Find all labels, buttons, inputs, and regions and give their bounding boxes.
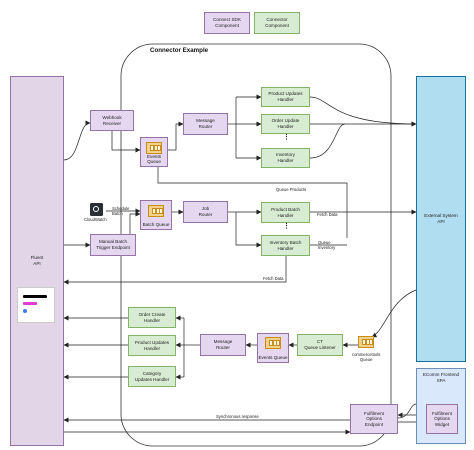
- category-updates-handler-node: Category Updates Handler: [128, 366, 176, 387]
- ellipsis-batch: ⋮: [283, 223, 290, 230]
- edge-fulfilment-ext: [397, 403, 417, 419]
- batch-queue-label: Batch Queue: [142, 222, 170, 228]
- edge-inventory-ext: [309, 123, 346, 159]
- fulfilment-options-widget-node: Fulfilment Options Widget: [426, 404, 458, 434]
- fluent-api-block: Fluent API: [10, 76, 64, 446]
- edge-product-updates-ext: [309, 96, 417, 127]
- fetch-data-bottom-label: Fetch Data: [263, 276, 284, 281]
- manual-batch-trigger-endpoint-node: Manual Batch Trigger Endpoint: [90, 234, 136, 256]
- edge-fluent-webhook: [63, 120, 91, 161]
- order-create-handler-node: Order Create Handler: [128, 307, 176, 328]
- legend-sdk-component: Connect SDK Component: [204, 12, 250, 34]
- queue-icon: [265, 337, 281, 349]
- queue-inventory-label: Queue Inventory: [318, 240, 336, 250]
- fluent-widget-logo: [17, 287, 55, 323]
- product-updates-handler-bottom-node: Product Updates Handler: [128, 335, 176, 356]
- commercetools-queue-label: commercetools Queue: [352, 352, 381, 362]
- product-batch-handler-node: Product Batch Handler: [261, 202, 310, 223]
- order-update-handler-node: Order Update Handler: [261, 114, 310, 134]
- queue-icon: [148, 205, 164, 217]
- message-router-bottom-node: Message Router: [200, 334, 246, 356]
- schedule-batch-label: Schedule Batch: [112, 206, 130, 216]
- edge-fetch-data-fluent: [63, 255, 287, 285]
- job-router-node: Job Router: [183, 201, 228, 223]
- synchronous-response-label: Synchronous response: [216, 414, 259, 419]
- ellipsis-top: ⋮: [283, 134, 290, 141]
- inventory-handler-node: Inventory Handler: [261, 148, 310, 168]
- edge-events-router: [168, 121, 184, 151]
- webhook-receiver-node: Webhook Receiver: [90, 110, 134, 131]
- queue-products-label: Queue Products: [276, 187, 307, 192]
- cloudwatch-label: CloudWatch: [84, 217, 107, 222]
- edge-webhook-events: [111, 131, 141, 153]
- queue-icon: [358, 336, 374, 348]
- connector-title: Connector Example: [150, 47, 209, 54]
- cloudwatch-icon: [90, 203, 103, 216]
- fetch-data-product-label: Fetch Data: [317, 212, 338, 217]
- edge-to-inventory-batch: [235, 212, 262, 248]
- queue-icon: [146, 142, 162, 154]
- events-queue-bottom-label: Events Queue: [258, 355, 288, 361]
- edge-queue-products-loop: [157, 161, 348, 238]
- legend-connector-component: Connector Component: [254, 12, 300, 34]
- edge-ext-ctqueue: [371, 289, 417, 338]
- message-router-top-node: Message Router: [183, 113, 228, 135]
- product-updates-handler-top-node: Product Updates Handler: [261, 87, 310, 107]
- inventory-batch-handler-node: Inventory Batch Handler: [261, 235, 310, 256]
- ct-queue-listener-node: CT Queue Listener: [297, 334, 343, 356]
- fulfilment-options-endpoint-node: Fulfilment Options Endpoint: [350, 404, 398, 434]
- events-queue-top-label: Events Queue: [146, 153, 162, 165]
- external-system-api-block: External System API: [416, 76, 466, 362]
